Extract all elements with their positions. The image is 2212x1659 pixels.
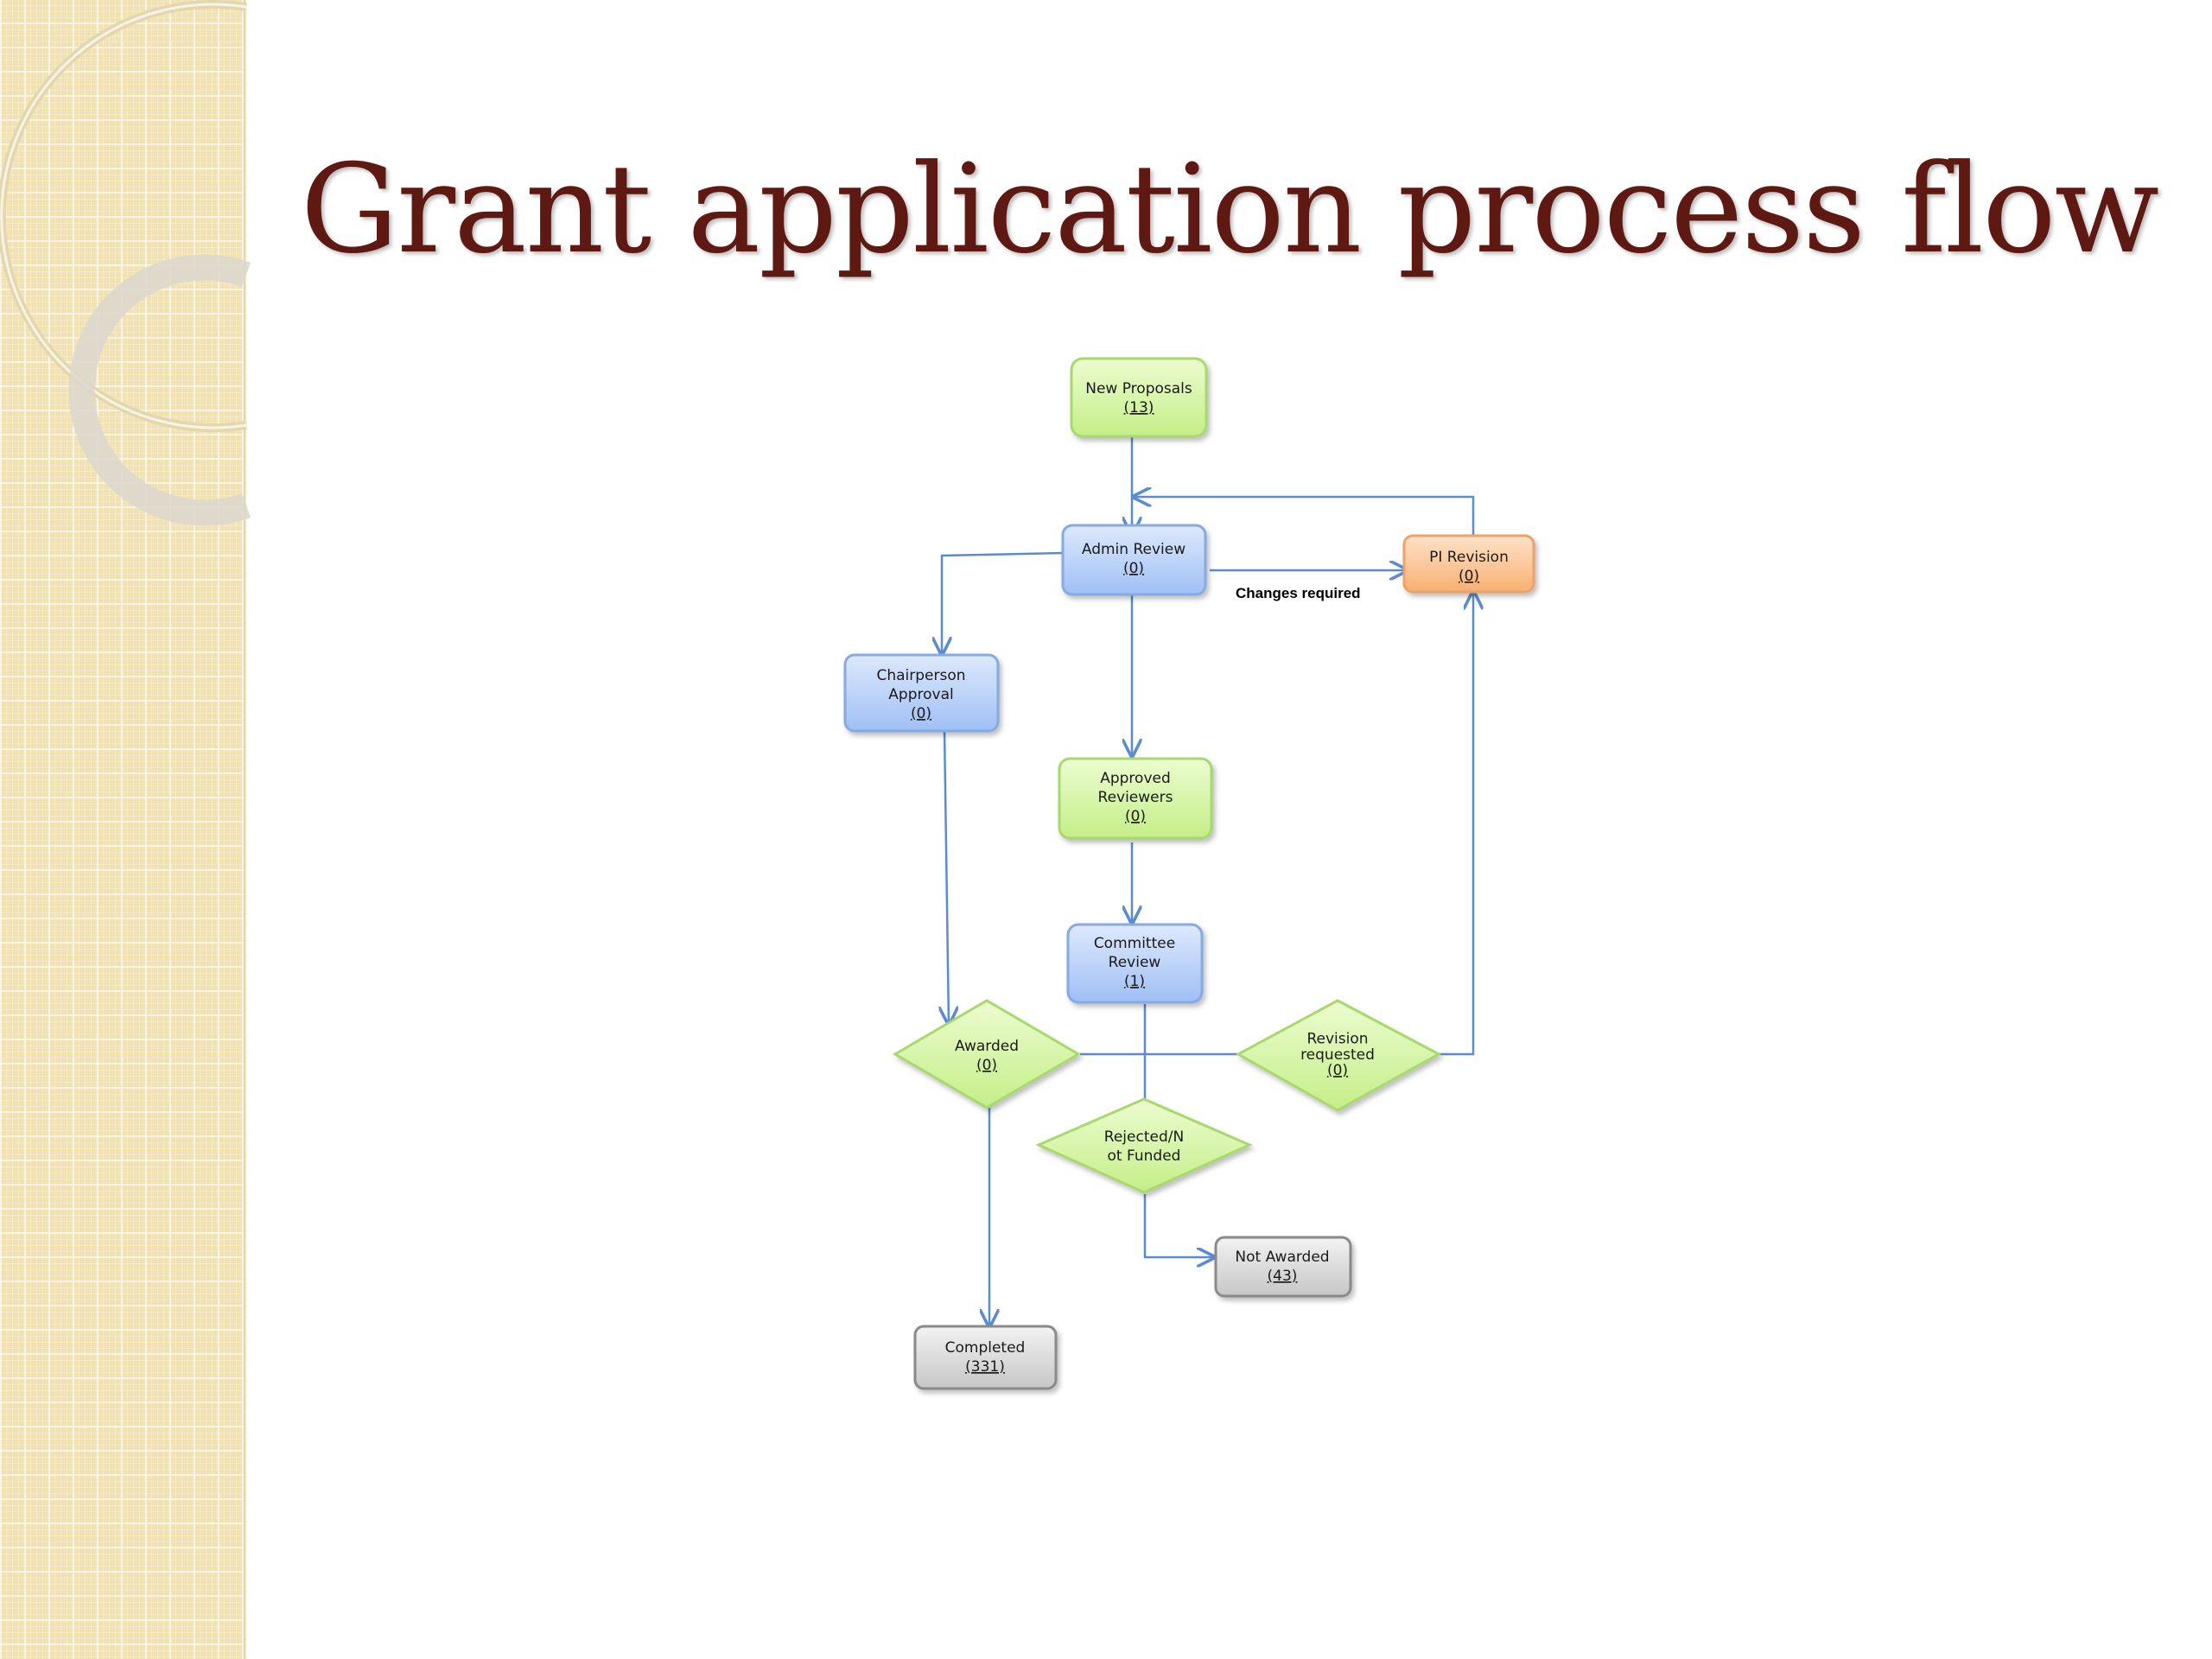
node-admin-review: Admin Review (0) xyxy=(1061,524,1207,596)
node-rejected-not-funded-decision: Rejected/Not Funded xyxy=(1035,1097,1253,1194)
node-pi-revision: PI Revision (0) xyxy=(1402,534,1535,594)
node-label-line: New Proposals xyxy=(1085,380,1192,397)
node-label-line: Approved xyxy=(1100,770,1171,787)
node-label-line: (0) xyxy=(1125,808,1146,825)
node-label-line: (0) xyxy=(1327,1062,1348,1079)
node-label-line: (0) xyxy=(976,1057,997,1074)
node-awarded-decision: Awarded (0) xyxy=(893,999,1081,1109)
node-label-line: PI Revision xyxy=(1429,549,1509,566)
node-label-line: Reviewers xyxy=(1098,789,1173,806)
node-label-line: (0) xyxy=(1459,568,1479,585)
edge-admin-to-chairperson xyxy=(942,551,1064,654)
edge-rejected-to-not-awarded xyxy=(1143,1194,1214,1257)
node-label-line: ot Funded xyxy=(1108,1147,1181,1165)
edge-pi-revision-to-admin xyxy=(1134,497,1475,536)
node-label-line: (331) xyxy=(965,1358,1005,1376)
node-label-line: requested xyxy=(1300,1046,1375,1064)
node-label-line: Awarded xyxy=(955,1038,1019,1055)
edge-revision-to-pi-revision xyxy=(1439,592,1473,1056)
node-label-line: Not Awarded xyxy=(1235,1249,1329,1266)
slide-title: Grant application process flow xyxy=(300,138,2159,281)
node-label-line: Rejected/N xyxy=(1104,1128,1184,1146)
edges xyxy=(942,436,1473,1326)
node-label-line: Chairperson xyxy=(876,667,965,684)
node-label-line: (43) xyxy=(1268,1268,1298,1285)
decorative-rings xyxy=(0,0,251,526)
node-label-line: (1) xyxy=(1124,973,1145,990)
node-label-line: (13) xyxy=(1124,399,1154,416)
node-label-line: Revision xyxy=(1306,1031,1368,1048)
node-new-proposals: New Proposals (13) xyxy=(1070,357,1208,438)
changes-required-label: Changes required xyxy=(1236,585,1361,601)
node-label-line: (0) xyxy=(911,705,931,722)
node-label-line: (0) xyxy=(1123,560,1144,577)
node-label-line: Committee xyxy=(1094,935,1175,952)
node-label-line: Admin Review xyxy=(1082,541,1185,558)
node-label-line: Approval xyxy=(888,686,953,703)
node-completed: Completed(331) xyxy=(913,1325,1058,1390)
edge-chairperson-to-awarded xyxy=(944,729,949,1024)
sidebar-edge xyxy=(244,0,247,1659)
node-label-line: Completed xyxy=(945,1339,1026,1357)
node-label-line: Review xyxy=(1109,954,1161,971)
node-not-awarded: Not Awarded (43) xyxy=(1214,1236,1352,1298)
